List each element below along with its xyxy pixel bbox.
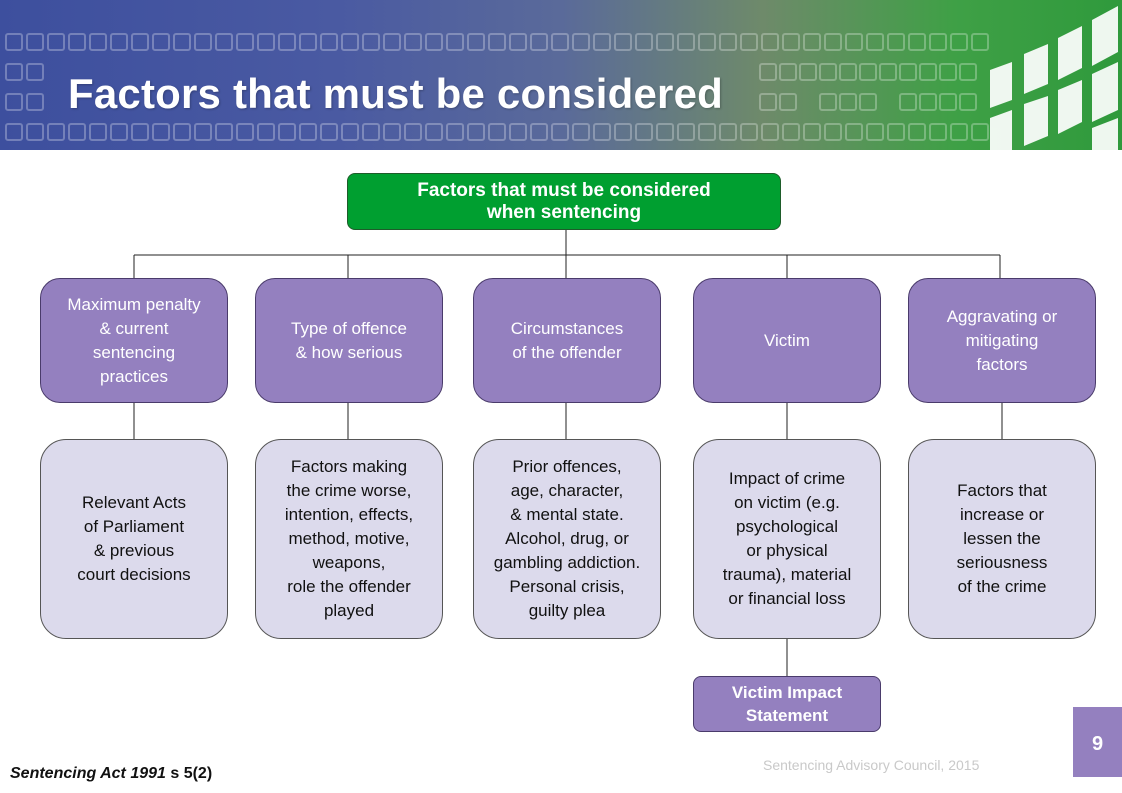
citation: Sentencing Act 1991 s 5(2) — [10, 765, 212, 783]
citation-act: Sentencing Act 1991 — [10, 765, 166, 782]
category-victim: Victim — [693, 278, 881, 403]
detail-circumstances: Prior offences, age, character, & mental… — [473, 439, 661, 639]
header-banner — [0, 0, 1122, 150]
detail-victim: Impact of crime on victim (e.g. psycholo… — [693, 439, 881, 639]
category-type-of-offence: Type of offence & how serious — [255, 278, 443, 403]
page-number-tab — [1073, 707, 1122, 777]
category-aggravating: Aggravating or mitigating factors — [908, 278, 1096, 403]
root-node-label: Factors that must be considered when sen… — [417, 179, 711, 223]
citation-section: s 5(2) — [165, 765, 213, 782]
category-max-penalty: Maximum penalty & current sentencing pra… — [40, 278, 228, 403]
detail-max-penalty: Relevant Acts of Parliament & previous c… — [40, 439, 228, 639]
detail-type-of-offence: Factors making the crime worse, intentio… — [255, 439, 443, 639]
page-title: Factors that must be considered — [68, 70, 724, 117]
root-node: Factors that must be considered when sen… — [347, 173, 781, 230]
banner-decoration — [5, 6, 1118, 150]
footer-credit: Sentencing Advisory Council, 2015 — [763, 757, 980, 773]
detail-aggravating: Factors that increase or lessen the seri… — [908, 439, 1096, 639]
victim-impact-statement-node: Victim Impact Statement — [693, 676, 881, 732]
page-number: 9 — [1091, 733, 1104, 755]
category-circumstances: Circumstances of the offender — [473, 278, 661, 403]
